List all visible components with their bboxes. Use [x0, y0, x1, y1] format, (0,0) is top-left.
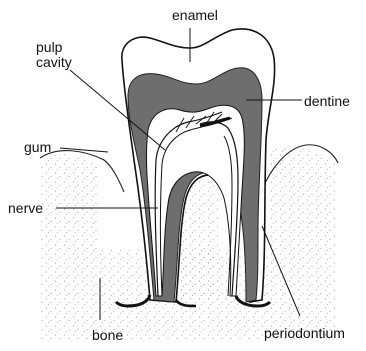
pulp-cavity-label: pulp cavity: [36, 40, 96, 70]
pulp-label-line2: cavity: [36, 55, 96, 70]
dentine-label: dentine: [304, 94, 350, 109]
periodontium-label: periodontium: [264, 326, 345, 341]
enamel-label: enamel: [172, 8, 218, 23]
gum-leader-line: [60, 148, 108, 152]
bone-region-right: [268, 146, 335, 340]
pulp-label-line1: pulp: [36, 40, 96, 55]
nerve-label: nerve: [8, 201, 43, 216]
bone-region: [40, 155, 100, 340]
bone-label: bone: [92, 328, 123, 343]
gum-label: gum: [24, 140, 51, 155]
